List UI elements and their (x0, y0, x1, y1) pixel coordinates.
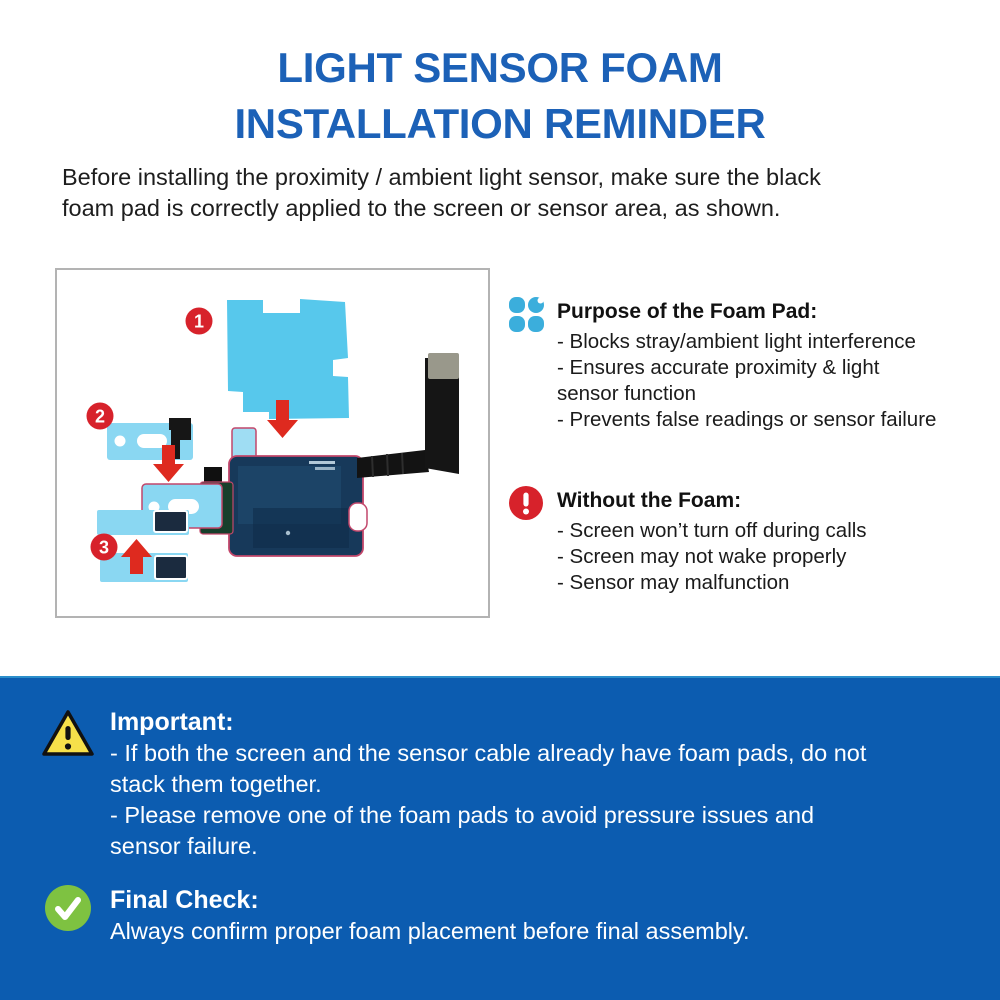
placement-arrow-3-icon (121, 539, 152, 574)
without-foam-section: Without the Foam: - Screen won’t turn of… (508, 485, 983, 596)
svg-text:1: 1 (194, 312, 204, 332)
without-foam-bullet: - Screen won’t turn off during calls (557, 519, 867, 542)
info-column: Purpose of the Foam Pad: - Blocks stray/… (508, 296, 983, 596)
title-line-1: LIGHT SENSOR FOAM (277, 44, 723, 91)
final-check-heading: Final Check: (110, 886, 259, 914)
svg-text:3: 3 (99, 538, 109, 558)
final-check-block: Final Check: Always confirm proper foam … (0, 884, 1000, 947)
important-line: - Please remove one of the foam pads to … (110, 802, 815, 828)
warning-panel: Important: - If both the screen and the … (0, 676, 1000, 1000)
placement-arrow-1-icon (267, 400, 298, 438)
placement-arrow-2-icon (153, 445, 184, 482)
warning-triangle-icon (40, 706, 96, 762)
svg-text:2: 2 (95, 407, 105, 427)
page-title: LIGHT SENSOR FOAM INSTALLATION REMINDER (0, 40, 1000, 152)
clover-icon (508, 296, 545, 333)
important-heading: Important: (110, 708, 234, 736)
purpose-text: Purpose of the Foam Pad: - Blocks stray/… (557, 296, 936, 433)
purpose-bullet: - Blocks stray/ambient light interferenc… (557, 330, 916, 353)
purpose-bullet: sensor function (557, 382, 697, 405)
foam-pad-2 (107, 418, 193, 460)
purpose-heading: Purpose of the Foam Pad: (557, 300, 818, 323)
important-block: Important: - If both the screen and the … (0, 678, 1000, 862)
without-foam-bullet: - Screen may not wake properly (557, 545, 847, 568)
purpose-bullet: - Prevents false readings or sensor fail… (557, 408, 937, 431)
intro-text: Before installing the proximity / ambien… (62, 162, 972, 224)
check-icon (40, 884, 96, 932)
step-1-badge: 1 (185, 307, 213, 335)
without-foam-text: Without the Foam: - Screen won’t turn of… (557, 485, 867, 596)
sensor-photo-illustration: 1 2 3 (86, 299, 459, 582)
sensor-flex-assembly (199, 353, 459, 557)
final-check-line: Always confirm proper foam placement bef… (110, 918, 750, 944)
final-check-text: Final Check: Always confirm proper foam … (110, 884, 750, 947)
purpose-bullet: - Ensures accurate proximity & light (557, 356, 880, 379)
step-3-badge: 3 (90, 533, 118, 561)
title-line-2: INSTALLATION REMINDER (234, 100, 766, 147)
foam-pad-on-cable (97, 483, 223, 535)
intro-line-2: foam pad is correctly applied to the scr… (62, 195, 781, 221)
important-line: sensor failure. (110, 833, 258, 859)
without-foam-heading: Without the Foam: (557, 489, 742, 512)
step-2-badge: 2 (86, 402, 114, 430)
intro-line-1: Before installing the proximity / ambien… (62, 164, 821, 190)
alert-icon (508, 485, 545, 522)
purpose-section: Purpose of the Foam Pad: - Blocks stray/… (508, 296, 983, 433)
important-line: stack them together. (110, 771, 322, 797)
important-text: Important: - If both the screen and the … (110, 706, 866, 862)
foam-pad-1 (227, 299, 349, 419)
important-line: - If both the screen and the sensor cabl… (110, 740, 867, 766)
foam-pad-3 (100, 553, 188, 582)
without-foam-bullet: - Sensor may malfunction (557, 571, 790, 594)
foam-installation-diagram: 1 2 3 (55, 268, 490, 618)
